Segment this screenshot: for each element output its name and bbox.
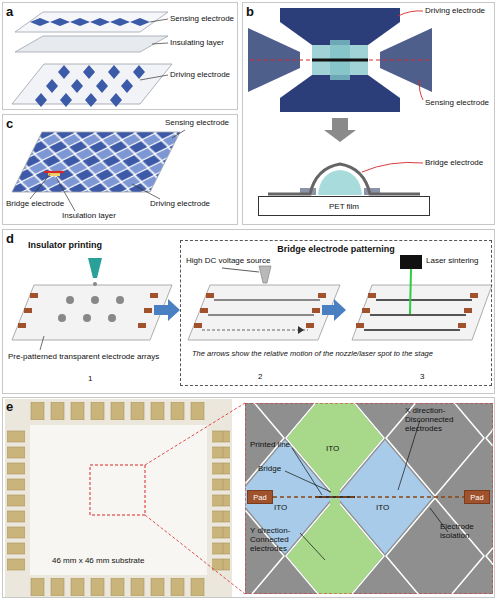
annotation-label: Driving electrode — [425, 6, 485, 15]
annotation-label: Bridge electrode — [425, 158, 483, 167]
annotation-label: Laser sintering — [426, 256, 478, 265]
panel-e-photo — [5, 399, 245, 597]
step-number: 2 — [258, 372, 262, 381]
panel-letter: c — [6, 116, 13, 131]
node-text: PET film — [329, 202, 359, 211]
annotation-label: X direction-Disconnected electrodes — [405, 406, 491, 434]
node-text: Pad — [253, 493, 266, 502]
panel-letter: e — [6, 399, 13, 414]
annotation-label: Sensing electrode — [170, 14, 234, 23]
node-text: Pad — [470, 493, 483, 502]
annotation-label: Insulation layer — [62, 211, 116, 220]
node-text: Bridge electrode patterning — [181, 244, 491, 254]
contact-pad: Pad — [247, 490, 273, 504]
panel-e-inset — [245, 403, 493, 594]
panel-c-grid — [12, 130, 185, 211]
annotation-label: Electrode isolation — [440, 522, 492, 540]
annotation-label: Pre-patterned transparent electrode arra… — [8, 352, 159, 361]
step-number: 1 — [88, 374, 92, 383]
annotation-label: High DC voltage source — [186, 256, 270, 265]
annotation-label: ITO — [274, 503, 287, 512]
contact-pad: Pad — [464, 490, 490, 504]
panel-a-layers — [12, 12, 172, 107]
panel-b-electrode — [248, 8, 432, 195]
annotation-label: Driving electrode — [150, 199, 210, 208]
annotation-label: 46 mm x 46 mm substrate — [52, 556, 144, 565]
annotation-label: Y direction-Connected electrodes — [250, 526, 322, 554]
annotation-label: Sensing electrode — [425, 98, 489, 107]
annotation-label: Driving electrode — [170, 70, 230, 79]
annotation-label: The arrows show the relative motion of t… — [192, 350, 487, 359]
panel-letter: b — [246, 4, 254, 19]
annotation-label: Insulating layer — [170, 38, 224, 47]
annotation-label: Bridge — [258, 464, 281, 473]
annotation-label: ITO — [376, 503, 389, 512]
panel-letter: d — [6, 231, 14, 246]
panel-frame: bPET film — [242, 2, 495, 225]
panel-letter: a — [6, 4, 13, 19]
annotation-label: Printed line — [250, 440, 290, 449]
step-number: 3 — [420, 372, 424, 381]
annotation-label: ITO — [326, 444, 339, 453]
annotation-label: Sensing electrode — [165, 118, 229, 127]
printed-line-connector — [273, 496, 464, 497]
panel-frame: dBridge electrode patterning — [2, 229, 495, 394]
substrate-box: PET film — [258, 196, 430, 216]
panel-d-process — [12, 255, 492, 350]
panel-frame: c — [2, 114, 238, 225]
annotation-label: Insulator printing — [28, 240, 102, 250]
annotation-label: Bridge electrode — [6, 199, 64, 208]
